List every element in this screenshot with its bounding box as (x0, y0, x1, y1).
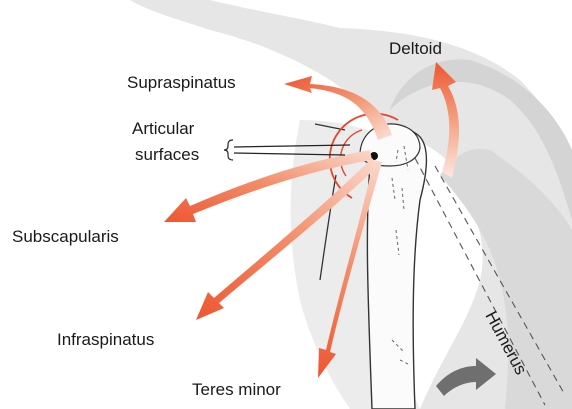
supraspinatus-label: Supraspinatus (127, 73, 236, 92)
infraspinatus-label: Infraspinatus (57, 330, 154, 349)
articular-label-line2: surfaces (135, 145, 199, 164)
deltoid-label: Deltoid (389, 39, 442, 58)
subscapularis-label: Subscapularis (12, 227, 119, 246)
articular-label-line1: Articular (132, 119, 195, 138)
teres-minor-label: Teres minor (192, 380, 281, 399)
brace (224, 140, 233, 160)
